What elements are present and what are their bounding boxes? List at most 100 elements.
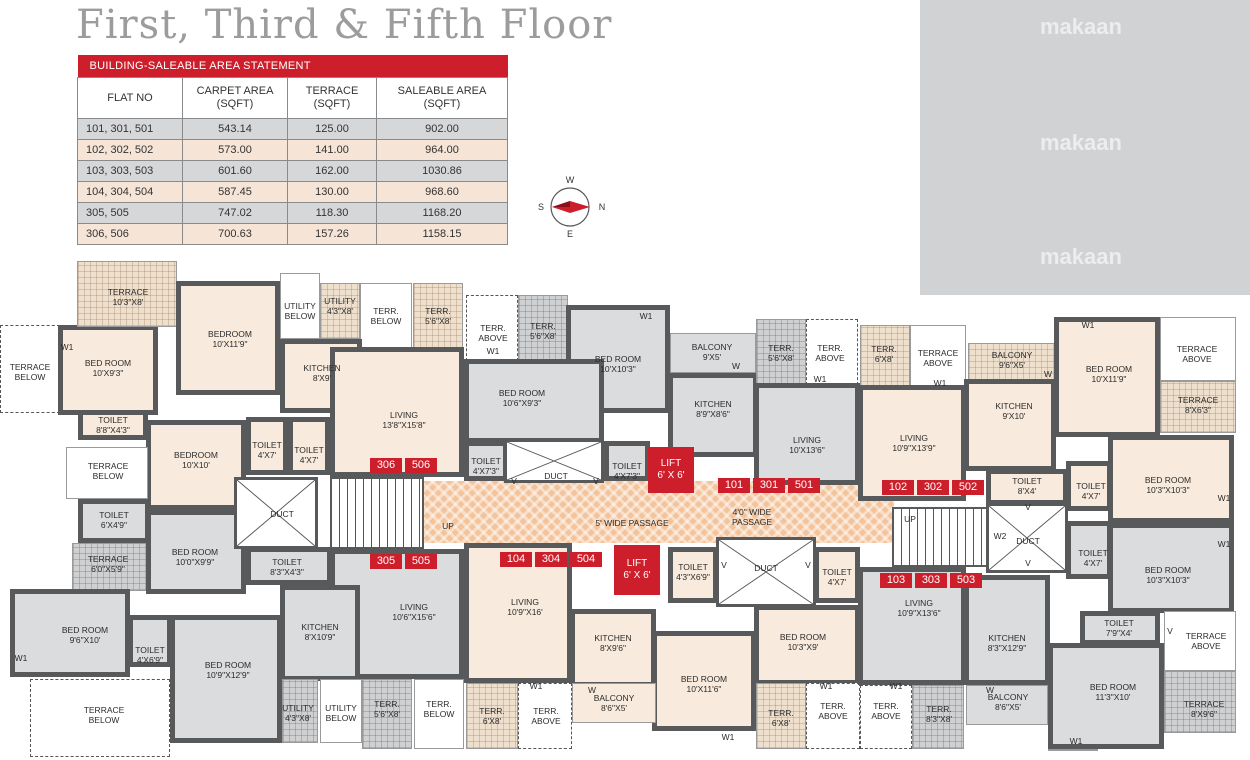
label-terrace-above: TERRACE ABOVE	[1185, 631, 1227, 651]
label-v: V	[805, 560, 811, 570]
label-w1: W1	[721, 732, 735, 742]
label-terrace-below: TERRACE BELOW	[9, 362, 51, 382]
duct-cross-icon	[719, 540, 813, 604]
table-cell: 747.02	[182, 202, 288, 224]
balcony-1	[670, 333, 756, 373]
table-heading: BUILDING-SALEABLE AREA STATEMENT	[77, 55, 508, 78]
label-toilet: TOILET 4'X7'	[1076, 481, 1106, 501]
table-cell: 125.00	[287, 118, 377, 140]
table-cell: 130.00	[287, 181, 377, 203]
label-w1: W1	[933, 378, 947, 388]
label-living: LIVING 10'9"X16'	[507, 597, 543, 617]
label-terr-above: TERR. ABOVE	[478, 323, 508, 343]
label-v: V	[1167, 626, 1173, 636]
terr-6	[756, 683, 806, 749]
table-cell: 902.00	[376, 118, 508, 140]
label-toilet: TOILET 4'X7'3"	[471, 456, 501, 476]
flat-badge: 306	[370, 458, 402, 473]
label-utility: UTILITY 4'3"X8'	[282, 703, 314, 723]
terr-below-1	[360, 283, 412, 349]
label-v: V	[511, 476, 517, 486]
label-toilet: TOILET 4'X7'3"	[612, 461, 642, 481]
table-cell: 101, 301, 501	[77, 118, 183, 140]
label-terr: TERR. 6'X8'	[871, 344, 897, 364]
label-toilet: TOILET 4'X6'9"	[135, 645, 165, 665]
terrace-above-3	[1164, 611, 1236, 671]
lift-label: LIFT	[660, 458, 682, 469]
label-toilet: TOILET 4'3"X6'9"	[676, 562, 710, 582]
label-balcony: BALCONY 9'X5'	[691, 342, 733, 362]
table-cell: 964.00	[376, 139, 508, 161]
terr-7	[860, 325, 910, 389]
toilet-11	[986, 469, 1068, 505]
label-w1: W1	[813, 374, 827, 384]
label-balcony: BALCONY 9'6"X5'	[991, 350, 1033, 370]
staircase-right	[892, 507, 988, 567]
toilet-8	[604, 441, 650, 481]
label-w1: W1	[529, 681, 543, 691]
column-header: FLAT NO	[77, 77, 183, 119]
flat-badge: 502	[952, 480, 984, 495]
label-bed-room: BED ROOM 10'9"X12'9"	[204, 660, 252, 680]
terr-2	[362, 679, 412, 749]
terrace-3	[1160, 381, 1236, 433]
duct-cross-icon	[507, 442, 601, 480]
terr-above-5	[860, 685, 912, 749]
table-cell: 543.14	[182, 118, 288, 140]
bed-room-12	[1048, 643, 1164, 749]
label-toilet: TOILET 7'9"X4'	[1104, 618, 1134, 638]
table-cell: 118.30	[287, 202, 377, 224]
label-kitchen: KITCHEN 8'3"X12'9"	[987, 633, 1027, 653]
label-bed-room: BED ROOM 11'3"X10'	[1089, 682, 1137, 702]
label-living: LIVING 10'6"X15'6"	[392, 602, 436, 622]
table-cell: 306, 506	[77, 223, 183, 245]
label-toilet: TOILET 4'X7'	[294, 445, 324, 465]
living-3	[754, 383, 860, 485]
label-bedroom: BEDROOM 10'X11'9"	[208, 329, 252, 349]
table-cell: 573.00	[182, 139, 288, 161]
area-statement-table: BUILDING-SALEABLE AREA STATEMENT FLAT NO…	[77, 55, 508, 245]
column-header: CARPET AREA (SQFT)	[182, 77, 288, 119]
label-terrace: TERRACE 8'X9'6"	[1183, 699, 1225, 719]
label-w1: W1	[1217, 539, 1231, 549]
flat-badge: 101	[718, 478, 750, 493]
label-v: V	[1025, 558, 1031, 568]
label-utility-below: UTILITY BELOW	[284, 301, 316, 321]
label-toilet: TOILET 6'X4'9"	[99, 510, 129, 530]
label-utility: UTILITY 4'3"X8'	[324, 296, 356, 316]
label-toilet: TOILET 4'X7'	[252, 440, 282, 460]
column-header: TERRACE (SQFT)	[287, 77, 377, 119]
flat-badge: 504	[570, 552, 602, 567]
kitchen-5	[964, 379, 1056, 471]
label-kitchen: KITCHEN 9'X10'	[995, 401, 1033, 421]
terr-above-1	[466, 295, 518, 361]
watermark: makaan	[1040, 130, 1122, 155]
terr-above-4	[806, 683, 860, 749]
bed-room-9	[1054, 317, 1160, 437]
flat-badge: 302	[917, 480, 949, 495]
terrace-below-2	[66, 447, 148, 499]
label-bed-room: BED ROOM 10'0"X9'9"	[171, 547, 219, 567]
bed-room-8	[652, 631, 756, 731]
label-w1: W1	[486, 346, 500, 356]
living-1	[330, 347, 464, 477]
label-v: V	[721, 560, 727, 570]
label-v: V	[593, 476, 599, 486]
label-w: W	[985, 685, 995, 695]
lift-size: 6' X 6'	[623, 570, 651, 581]
label-up: UP	[442, 521, 454, 531]
label-terr: TERR. 5'6"X8'	[529, 321, 557, 341]
utility-below-1	[280, 273, 320, 339]
terrace-above-1	[910, 325, 966, 389]
label-living: LIVING 13'8"X15'8"	[382, 410, 426, 430]
label-bed-room: BED ROOM 10'X11'6"	[680, 674, 728, 694]
bed-room-10	[1108, 435, 1234, 523]
label-bed-room: BED ROOM 10'X9'3"	[84, 358, 132, 378]
label-bed-room: BED ROOM 10'3"X9'	[779, 632, 827, 652]
label-living: LIVING 10'9"X13'9"	[892, 433, 936, 453]
watermark: makaan	[1040, 244, 1122, 269]
